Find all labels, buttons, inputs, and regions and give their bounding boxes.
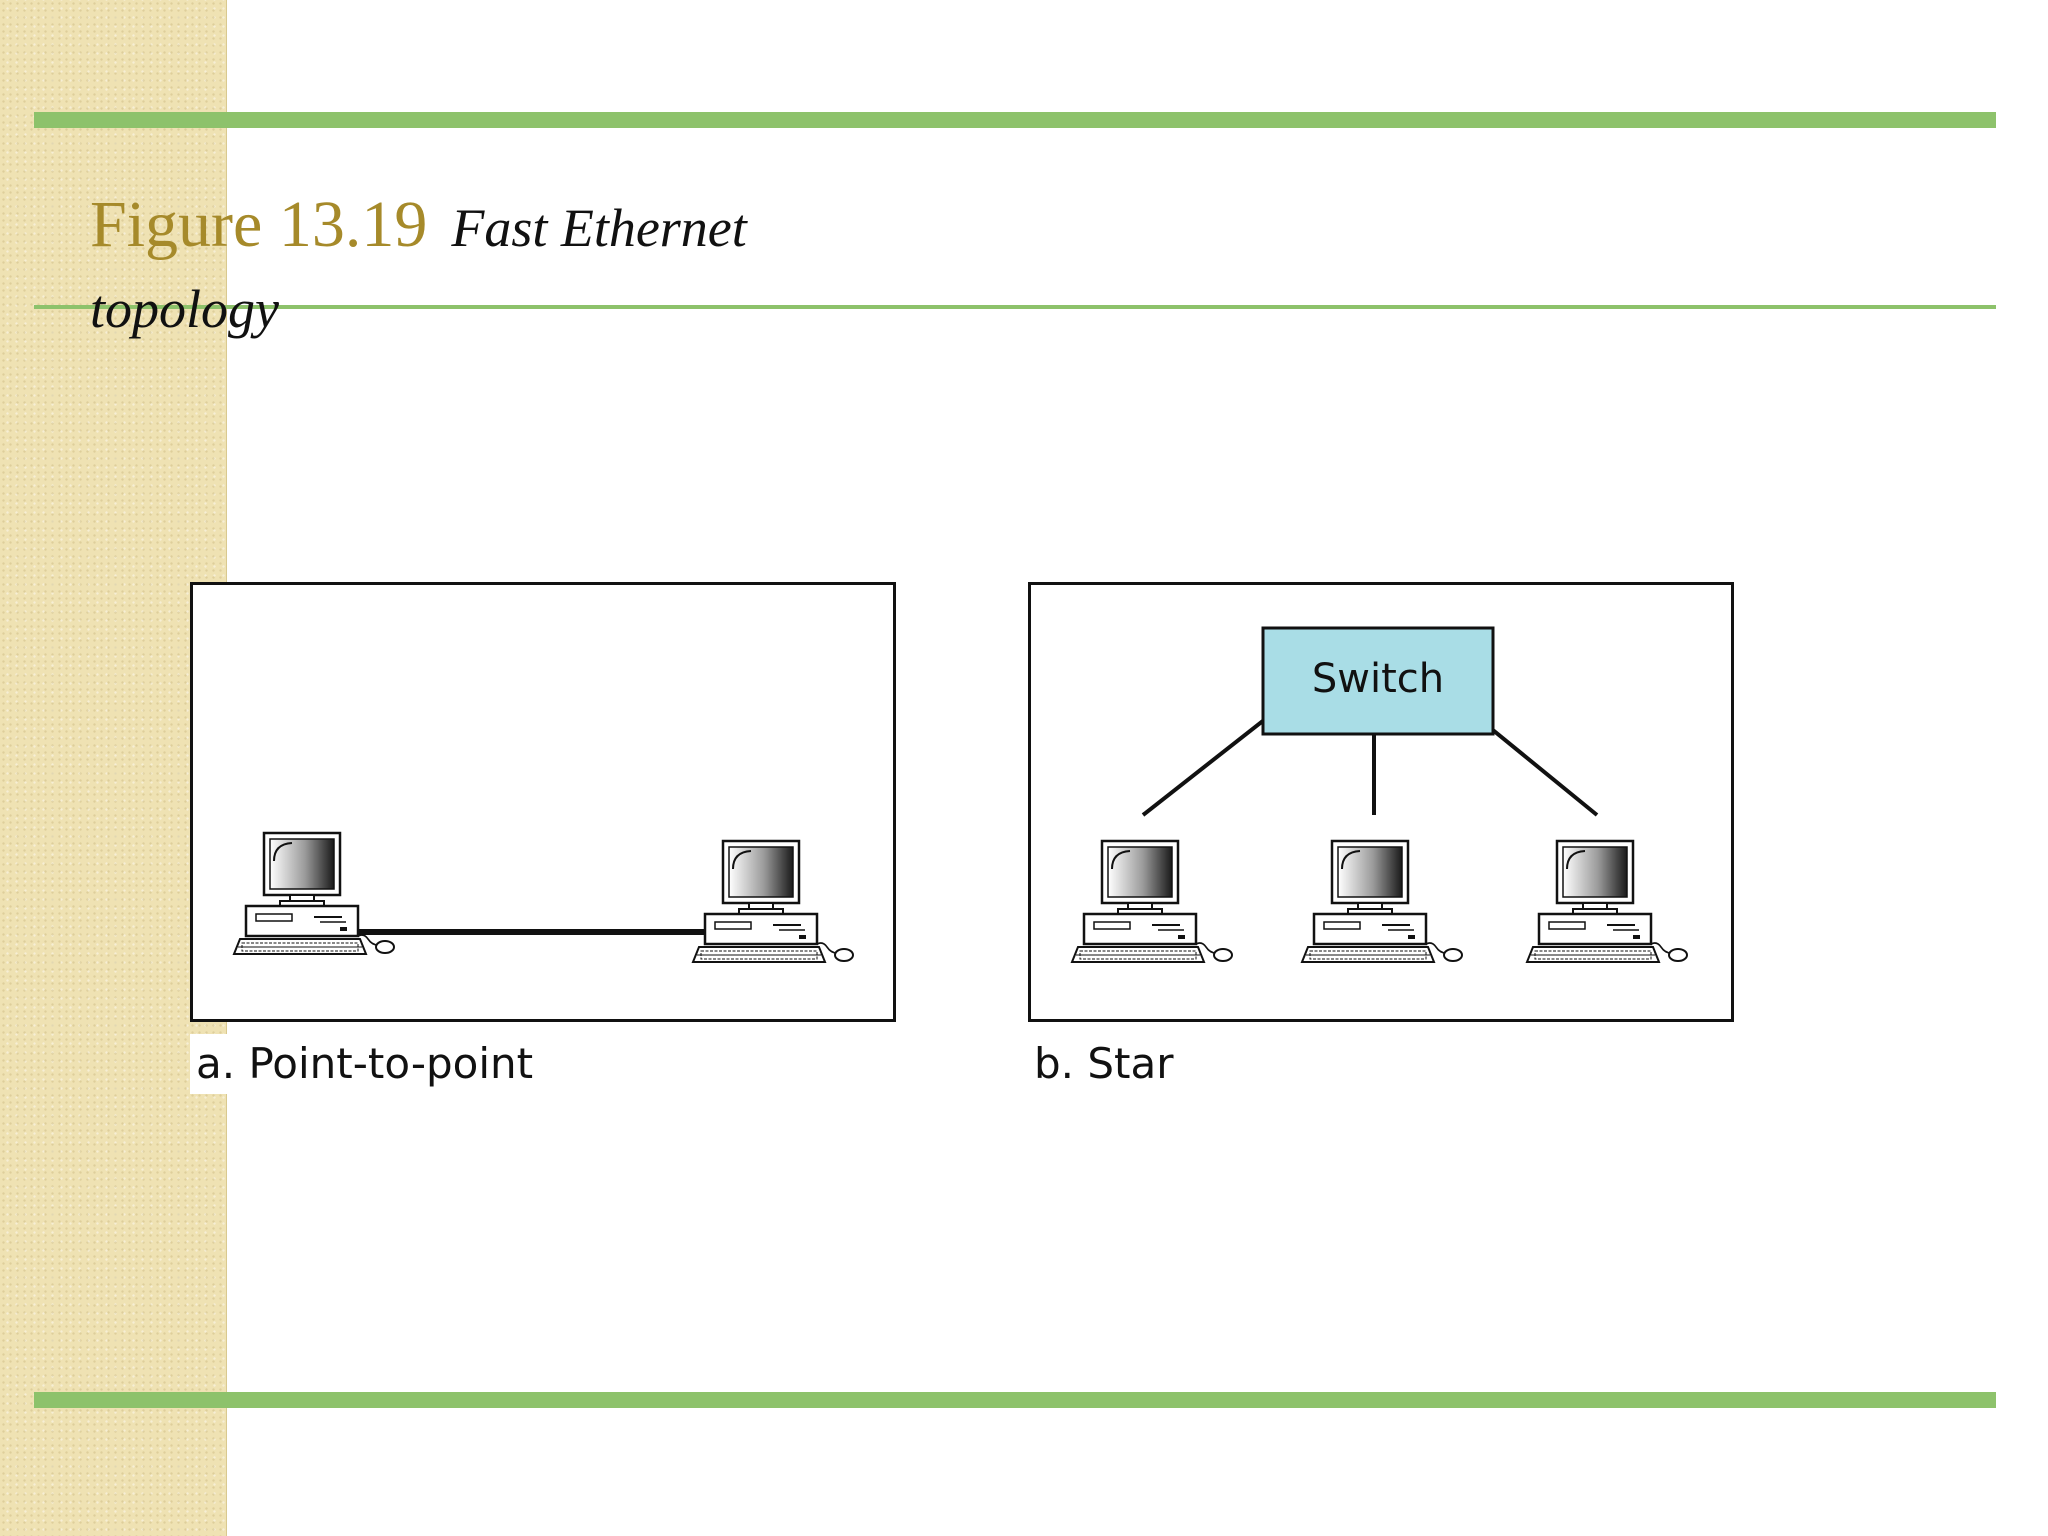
computer-icon	[232, 831, 396, 956]
computer-icon	[1525, 839, 1689, 964]
star-panel: Switch	[1028, 582, 1734, 1022]
star-diagram: Switch	[1070, 626, 1689, 964]
computer-icon	[1070, 839, 1234, 964]
switch-box	[1261, 626, 1495, 736]
point-to-point-panel	[190, 582, 896, 1022]
top-accent-rule	[34, 112, 1996, 128]
figure-caption: Fast Ethernet topology	[90, 198, 747, 339]
switch-label: Switch	[1312, 656, 1444, 702]
point-to-point-diagram	[232, 831, 855, 964]
computer-icon	[1300, 839, 1464, 964]
computer-icon	[691, 839, 855, 964]
figure-number: Figure 13.19	[90, 188, 428, 261]
topology-figure: a. Point-to-point Switch b. Star	[180, 570, 1760, 1100]
decorative-side-stripe	[0, 0, 227, 1536]
star-caption: b. Star	[1028, 1034, 1180, 1094]
title-underline-rule	[34, 305, 1996, 309]
point-to-point-caption: a. Point-to-point	[190, 1034, 540, 1094]
bottom-accent-rule	[34, 1392, 1996, 1408]
